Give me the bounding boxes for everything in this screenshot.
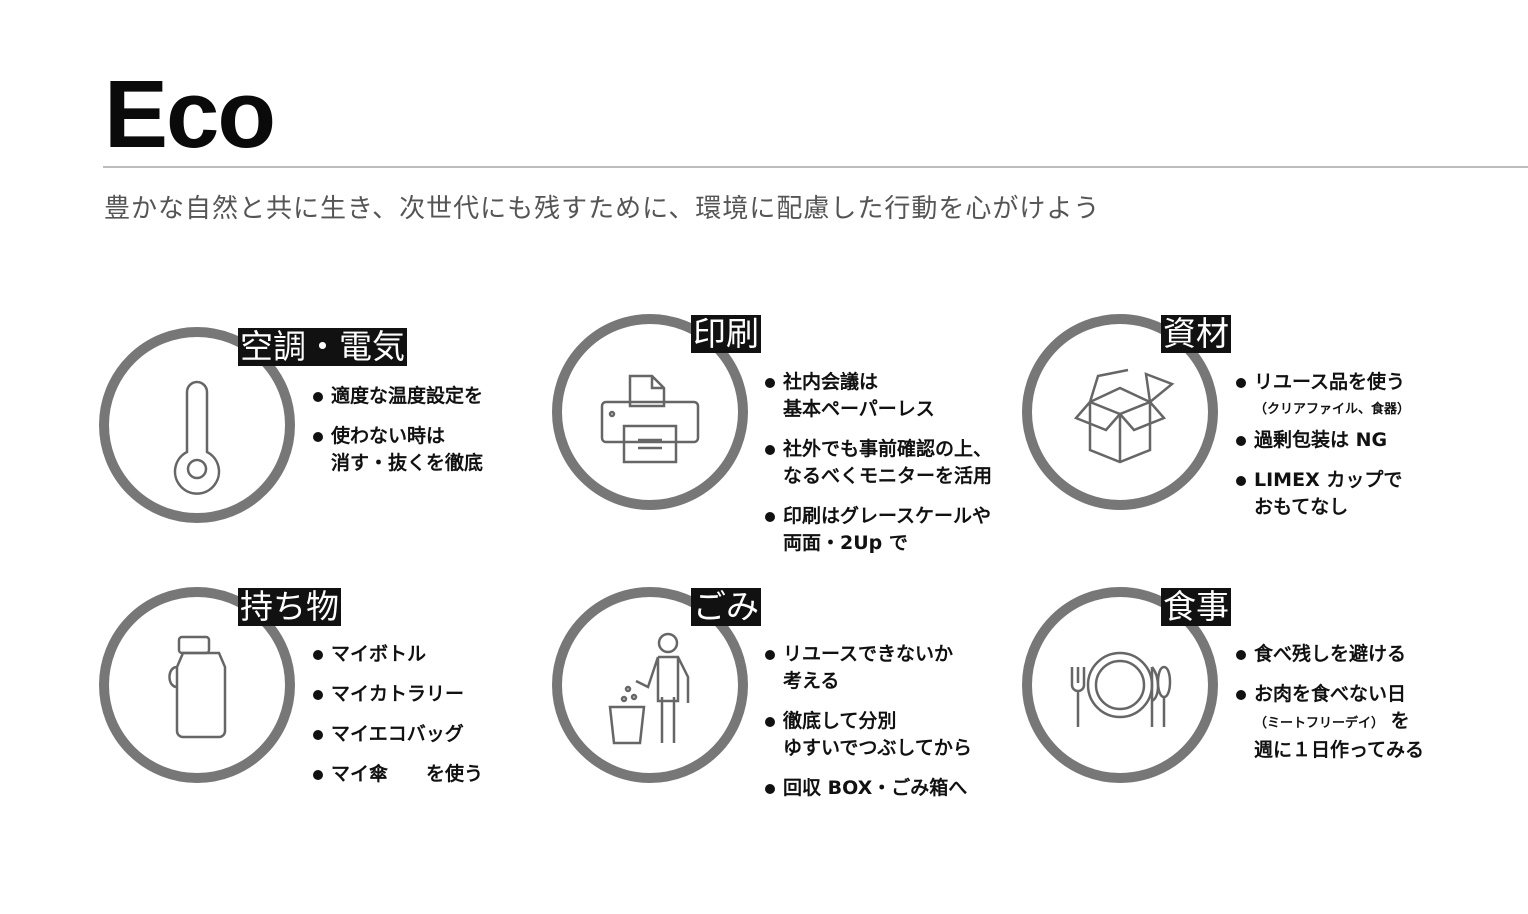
list-item: 社内会議は 基本ペーパーレス <box>765 369 992 423</box>
list-item: マイカトラリー <box>313 681 483 708</box>
printing-list: 社内会議は 基本ペーパーレス 社外でも事前確認の上、 なるべくモニターを活用 印… <box>765 369 992 570</box>
category-label-belongings: 持ち物 <box>238 587 341 626</box>
garbage-list: リユースできないか 考える 徹底して分別 ゆすいでつぶしてから 回収 BOX・ご… <box>765 641 972 815</box>
list-item: 過剰包装は NG <box>1236 427 1410 454</box>
list-note-suffix: を <box>1390 710 1410 732</box>
list-item: 食べ残しを避ける <box>1236 641 1424 668</box>
belongings-list: マイボトル マイカトラリー マイエコバッグ マイ傘 を使う <box>313 641 483 801</box>
list-item: マイエコバッグ <box>313 721 483 748</box>
list-item: お肉を食べない日 <box>1236 681 1424 708</box>
list-item: リユース品を使う <box>1236 369 1410 396</box>
list-item: 使わない時は 消す・抜くを徹底 <box>313 423 483 477</box>
list-item: LIMEX カップで おもてなし <box>1236 467 1410 521</box>
list-item: 社外でも事前確認の上、 なるべくモニターを活用 <box>765 436 992 490</box>
list-note: （クリアファイル、食器） <box>1254 402 1411 417</box>
category-label-meals: 食事 <box>1161 587 1231 626</box>
category-label-materials: 資材 <box>1161 314 1231 353</box>
list-item: 徹底して分別 ゆすいでつぶしてから <box>765 708 972 762</box>
list-item: 適度な温度設定を <box>313 383 483 410</box>
aircon-list: 適度な温度設定を 使わない時は 消す・抜くを徹底 <box>313 383 483 490</box>
page-subtitle: 豊かな自然と共に生き、次世代にも残すために、環境に配慮した行動を心がけよう <box>104 194 1101 224</box>
list-item: マイボトル <box>313 641 483 668</box>
list-item: マイ傘 を使う <box>313 761 483 788</box>
materials-list: リユース品を使う （クリアファイル、食器） 過剰包装は NG LIMEX カップ… <box>1236 369 1410 534</box>
page-title: Eco <box>104 61 276 168</box>
category-label-printing: 印刷 <box>691 314 761 353</box>
list-item: リユースできないか 考える <box>765 641 972 695</box>
category-label-garbage: ごみ <box>691 587 761 626</box>
divider <box>103 166 1528 168</box>
list-note: （ミートフリーデイ） <box>1254 716 1385 731</box>
category-label-aircon: 空調・電気 <box>238 327 407 366</box>
list-item: 印刷はグレースケールや 両面・2Up で <box>765 503 992 557</box>
meals-list: 食べ残しを避ける お肉を食べない日 （ミートフリーデイ） を 週に１日作ってみる <box>1236 641 1424 764</box>
bottle-icon <box>99 587 295 783</box>
list-item: 回収 BOX・ごみ箱へ <box>765 775 972 802</box>
list-item-continuation: 週に１日作ってみる <box>1254 739 1425 761</box>
